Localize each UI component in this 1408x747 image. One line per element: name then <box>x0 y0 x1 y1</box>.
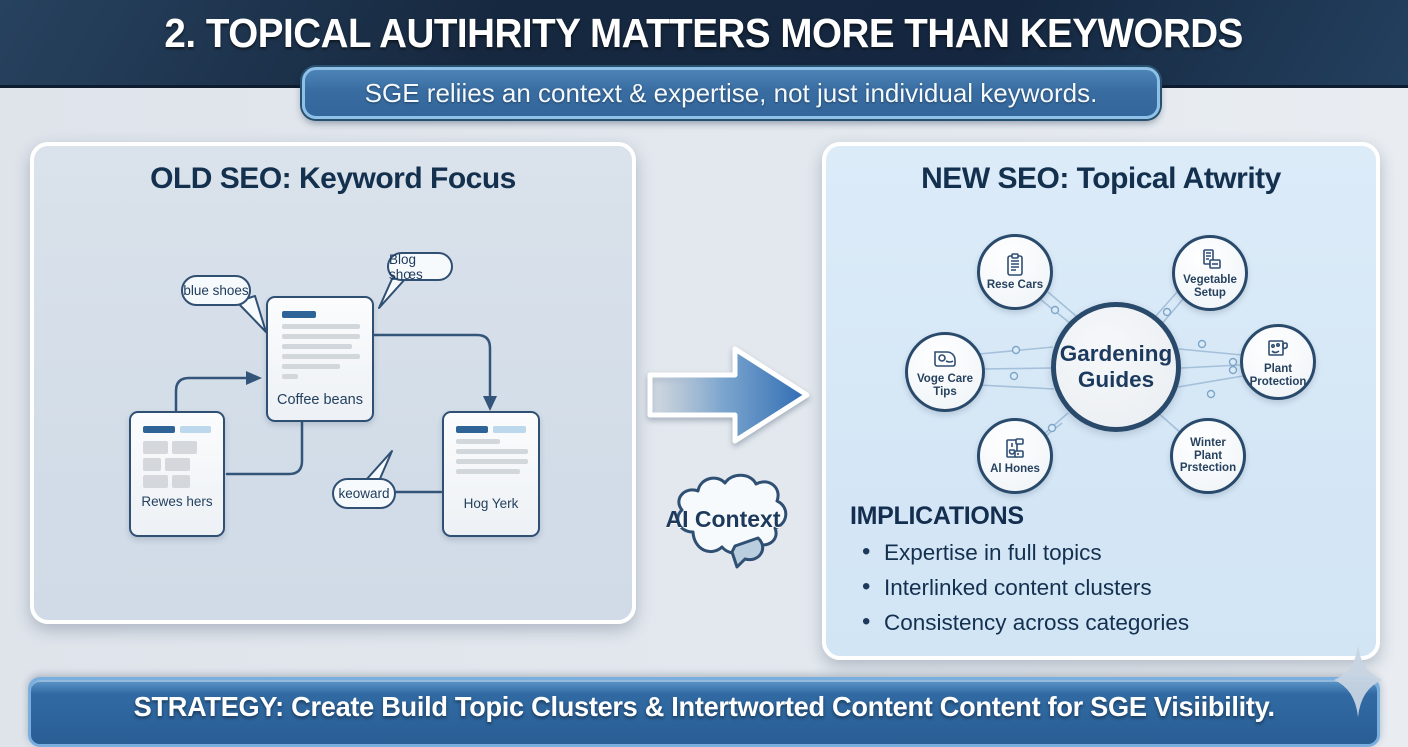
bubble-text: blue shoes <box>183 283 249 298</box>
page-title: 2. TOPICAL AUTIHRITY MATTERS MORE THAN K… <box>0 10 1408 57</box>
old-seo-panel: OLD SEO: Keyword Focus C <box>30 142 636 624</box>
doc-card-hog-yerk: Hog Yerk <box>442 411 540 537</box>
plant-shield-icon <box>1268 339 1288 356</box>
topic-node-al-hones: Al Hones <box>977 418 1053 494</box>
new-seo-title: NEW SEO: Topical Atwrity <box>921 162 1281 195</box>
topic-node-winter-plant-prstection: Winter Plant Prstection <box>1170 418 1246 494</box>
implication-item: Expertise in full topics <box>850 538 1360 566</box>
keyword-bubble-keoward: keoward <box>332 478 396 509</box>
node-label: Winter Plant Prstection <box>1179 436 1237 475</box>
transition-arrow-icon <box>647 346 810 444</box>
sparkle-icon <box>1334 645 1382 717</box>
topic-node-rese-cars: Rese Cars <box>977 234 1053 310</box>
node-label: Vegetable Setup <box>1183 273 1237 299</box>
old-seo-title: OLD SEO: Keyword Focus <box>150 162 516 195</box>
card-label: Hog Yerk <box>463 496 519 511</box>
strategy-text: STRATEGY: Create Build Topic Clusters & … <box>133 691 1275 722</box>
keyword-bubble-blue-shoes: blue shoes <box>181 275 251 306</box>
implication-item: Interlinked content clusters <box>850 573 1360 601</box>
implications-list: Expertise in full topics Interlinked con… <box>850 538 1360 636</box>
card-label: Rewes hers <box>141 494 213 509</box>
flask-icon <box>1006 438 1024 458</box>
topic-node-vegetable-setup: Vegetable Setup <box>1172 235 1248 311</box>
bubble-text: Blog shœs <box>389 251 423 282</box>
subtitle-banner: SGE reliies an context & expertise, not … <box>302 67 1160 119</box>
topic-node-plant-protection: Plant Protection <box>1240 324 1316 400</box>
old-seo-flow-lines <box>174 277 497 494</box>
clipboard-icon <box>1007 253 1023 276</box>
topic-hub-gardening-guides: Gardening Guides <box>1051 302 1181 432</box>
doc-card-coffee-beans: Coffee beans <box>266 296 374 422</box>
ai-context-label: AI Context <box>665 506 781 532</box>
new-seo-panel: NEW SEO: Topical Atwrity <box>822 142 1380 660</box>
strategy-banner: STRATEGY: Create Build Topic Clusters & … <box>28 677 1380 747</box>
node-label: Voge Care Tips <box>916 372 974 398</box>
topic-node-voge-care-tips: Voge Care Tips <box>905 332 985 412</box>
brain-cloud-icon <box>676 473 788 569</box>
implications-section: IMPLICATIONS Expertise in full topics In… <box>850 502 1360 636</box>
keyword-bubble-blog-shoes: Blog shœs <box>387 251 453 282</box>
documents-icon <box>1203 248 1221 269</box>
page-title-text: 2. TOPICAL AUTIHRITY MATTERS MORE THAN K… <box>164 10 1244 56</box>
node-label: Plant Protection <box>1249 362 1307 388</box>
care-tag-icon <box>934 350 956 367</box>
hub-label: Gardening Guides <box>1059 341 1173 392</box>
card-header-bar <box>282 311 316 318</box>
node-label: Al Hones <box>990 463 1040 476</box>
ai-context-group: AI Context <box>663 468 795 572</box>
subtitle-text: SGE reliies an context & expertise, not … <box>364 77 1098 108</box>
node-label: Rese Cars <box>986 279 1044 292</box>
implication-item: Consistency across categories <box>850 608 1360 636</box>
bubble-text: keoward <box>338 486 390 501</box>
implications-heading: IMPLICATIONS <box>850 502 1024 530</box>
doc-card-rewes-hers: Rewes hers <box>129 411 225 537</box>
card-label: Coffee beans <box>277 392 363 408</box>
